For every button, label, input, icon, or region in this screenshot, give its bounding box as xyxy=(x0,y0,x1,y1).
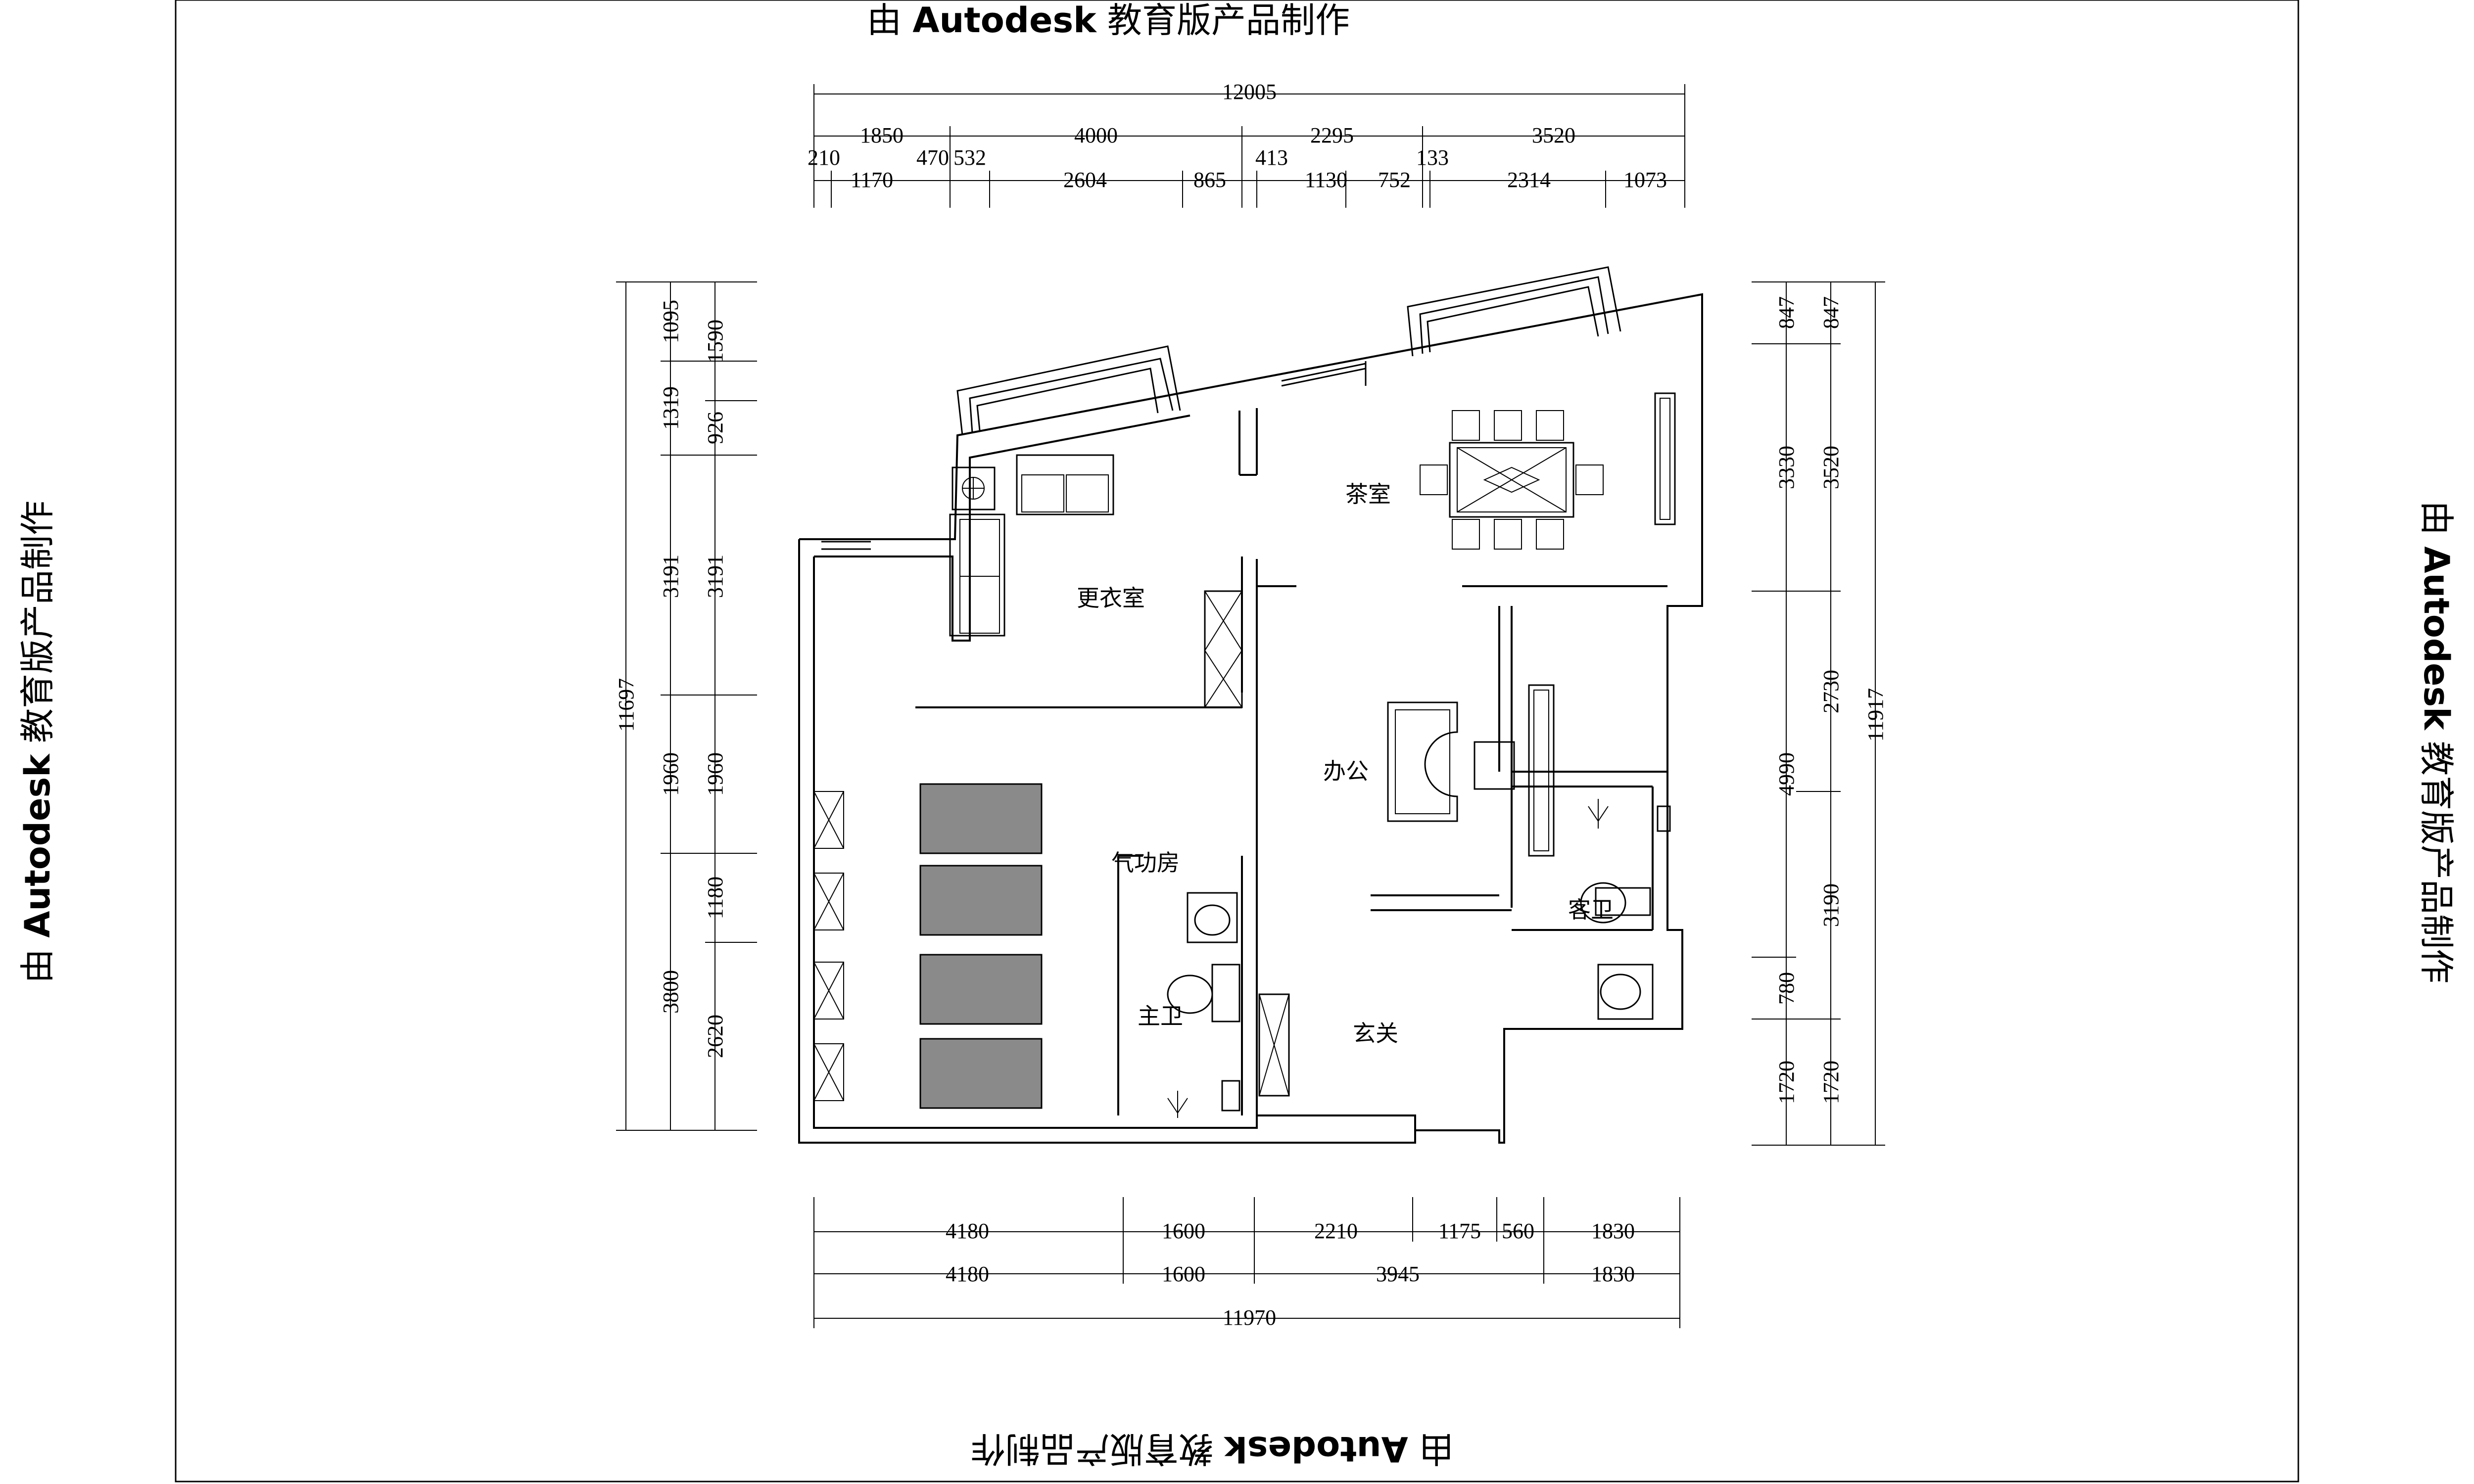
room-label-qigong-room: 气功房 xyxy=(1111,849,1180,876)
svg-text:1590: 1590 xyxy=(703,320,727,363)
svg-text:3330: 3330 xyxy=(1774,446,1799,489)
room-label-guest-bath: 客卫 xyxy=(1568,896,1614,923)
dim-right-total: 11917 xyxy=(1863,688,1888,742)
master-bath-fixtures xyxy=(1167,892,1240,1118)
svg-text:2314: 2314 xyxy=(1507,168,1551,192)
watermark-right: 由 Autodesk 教育版产品制作 xyxy=(2416,501,2457,983)
svg-text:1319: 1319 xyxy=(659,386,683,430)
svg-text:2604: 2604 xyxy=(1063,168,1107,192)
svg-text:865: 865 xyxy=(1193,168,1226,192)
room-label-office: 办公 xyxy=(1323,758,1369,785)
svg-text:4180: 4180 xyxy=(946,1262,989,1286)
sheet-border xyxy=(175,0,2299,1483)
svg-text:1073: 1073 xyxy=(1623,168,1667,192)
room-labels: 茶室 更衣室 办公 气功房 客卫 主卫 玄关 xyxy=(1077,481,1614,1047)
dim-bottom-total: 11970 xyxy=(1223,1305,1276,1330)
tea-table xyxy=(1420,410,1604,550)
watermark-left: 由 Autodesk 教育版产品制作 xyxy=(17,501,58,983)
svg-text:413: 413 xyxy=(1255,145,1288,170)
wardrobe xyxy=(1204,590,1243,708)
svg-text:3520: 3520 xyxy=(1819,446,1843,489)
svg-text:由 Autodesk 教育版产品制作: 由 Autodesk 教育版产品制作 xyxy=(2416,501,2457,983)
svg-text:847: 847 xyxy=(1819,296,1843,329)
svg-text:133: 133 xyxy=(1416,145,1449,170)
svg-text:由 Autodesk 教育版产品制作: 由 Autodesk 教育版产品制作 xyxy=(867,0,1350,41)
room-label-tea-room: 茶室 xyxy=(1345,481,1391,508)
svg-text:1175: 1175 xyxy=(1438,1219,1481,1243)
sofa xyxy=(949,454,1114,637)
svg-text:560: 560 xyxy=(1502,1219,1534,1243)
svg-text:1130: 1130 xyxy=(1305,168,1347,192)
svg-text:4990: 4990 xyxy=(1774,752,1799,796)
room-label-master-bath: 主卫 xyxy=(1138,1003,1183,1029)
svg-text:1170: 1170 xyxy=(851,168,893,192)
svg-text:3800: 3800 xyxy=(659,970,683,1014)
svg-text:3191: 3191 xyxy=(703,555,727,598)
svg-text:847: 847 xyxy=(1774,296,1799,329)
svg-text:926: 926 xyxy=(703,412,727,444)
shoe-cabinet xyxy=(1258,993,1290,1097)
watermark-top: 由 Autodesk 教育版产品制作 xyxy=(867,0,1350,41)
room-label-foyer: 玄关 xyxy=(1353,1020,1398,1047)
svg-text:1830: 1830 xyxy=(1591,1262,1635,1286)
svg-text:3520: 3520 xyxy=(1532,123,1575,147)
room-label-dressing-room: 更衣室 xyxy=(1077,585,1145,611)
svg-text:3945: 3945 xyxy=(1376,1262,1420,1286)
svg-text:752: 752 xyxy=(1378,168,1411,192)
svg-text:1960: 1960 xyxy=(703,752,727,796)
svg-text:2620: 2620 xyxy=(703,1015,727,1058)
svg-text:2730: 2730 xyxy=(1819,670,1843,713)
svg-text:1600: 1600 xyxy=(1162,1219,1205,1243)
dim-top-total: 12005 xyxy=(1222,80,1277,104)
svg-text:532: 532 xyxy=(953,145,986,170)
walls xyxy=(798,266,1703,1144)
svg-text:1720: 1720 xyxy=(1774,1061,1799,1104)
svg-text:1720: 1720 xyxy=(1819,1061,1843,1104)
office-desk xyxy=(1387,684,1555,857)
watermark-bottom: 由 Autodesk 教育版产品制作 xyxy=(971,1429,1454,1469)
svg-text:由 Autodesk 教育版产品制作: 由 Autodesk 教育版产品制作 xyxy=(17,501,58,983)
svg-text:470: 470 xyxy=(916,145,949,170)
svg-text:1830: 1830 xyxy=(1591,1219,1635,1243)
qigong-mats xyxy=(919,783,1043,1109)
svg-text:1600: 1600 xyxy=(1162,1262,1205,1286)
dimension-right: 847 3330 4990 780 1720 847 3520 2730 319… xyxy=(1752,281,1888,1146)
svg-text:1960: 1960 xyxy=(659,752,683,796)
dimension-left: 11697 1095 1319 3191 1960 3800 1590 926 … xyxy=(614,281,757,1131)
cabinet xyxy=(1654,392,1676,525)
svg-text:780: 780 xyxy=(1774,972,1799,1005)
guest-bath-fixtures xyxy=(1580,799,1671,1020)
svg-text:4000: 4000 xyxy=(1074,123,1118,147)
svg-text:1850: 1850 xyxy=(860,123,904,147)
svg-text:1180: 1180 xyxy=(703,877,727,919)
dim-left-total: 11697 xyxy=(614,678,638,732)
svg-text:210: 210 xyxy=(808,145,840,170)
furniture xyxy=(813,392,1676,1118)
svg-text:3191: 3191 xyxy=(659,555,683,598)
wall-cabinets xyxy=(813,791,844,1101)
dimension-top: 12005 1850 4000 2295 3520 210 470 532 41… xyxy=(808,80,1685,208)
dimension-bottom: 4180 1600 2210 1175 560 1830 4180 1600 3… xyxy=(813,1197,1680,1330)
svg-text:4180: 4180 xyxy=(946,1219,989,1243)
svg-text:2210: 2210 xyxy=(1314,1219,1358,1243)
svg-text:3190: 3190 xyxy=(1819,883,1843,927)
svg-text:2295: 2295 xyxy=(1310,123,1354,147)
svg-text:1095: 1095 xyxy=(659,300,683,343)
svg-text:由 Autodesk 教育版产品制作: 由 Autodesk 教育版产品制作 xyxy=(971,1429,1454,1469)
